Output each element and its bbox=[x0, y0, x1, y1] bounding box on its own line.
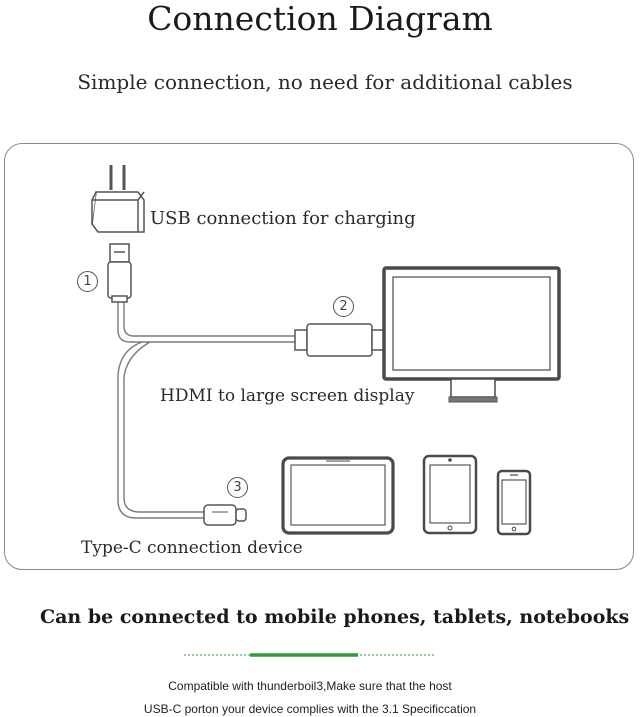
step-marker-2: 2 bbox=[333, 296, 354, 317]
monitor-icon bbox=[382, 266, 561, 403]
tablet-icon bbox=[422, 454, 478, 535]
step-marker-1: 1 bbox=[77, 271, 98, 292]
compatibility-heading: Can be connected to mobile phones, table… bbox=[40, 606, 630, 628]
usbc-plug-icon bbox=[203, 504, 247, 526]
phone-icon bbox=[496, 469, 532, 536]
power-adapter-icon bbox=[91, 165, 145, 233]
typec-device-label: Type-C connection device bbox=[81, 538, 303, 558]
section-divider bbox=[184, 653, 434, 657]
step-marker-3: 3 bbox=[227, 477, 248, 498]
usb-plug-icon bbox=[107, 243, 132, 303]
usb-charging-label: USB connection for charging bbox=[150, 208, 416, 229]
diagram-subtitle: Simple connection, no need for additiona… bbox=[77, 70, 573, 94]
hdmi-plug-icon bbox=[294, 323, 385, 357]
compatibility-note-line-1: Compatible with thunderboil3,Make sure t… bbox=[168, 679, 452, 693]
compatibility-note-line-2: USB-C porton your device complies with t… bbox=[143, 702, 477, 716]
diagram-title: Connection Diagram bbox=[147, 0, 493, 38]
hdmi-display-label: HDMI to large screen display bbox=[160, 386, 415, 406]
laptop-icon bbox=[281, 456, 395, 535]
